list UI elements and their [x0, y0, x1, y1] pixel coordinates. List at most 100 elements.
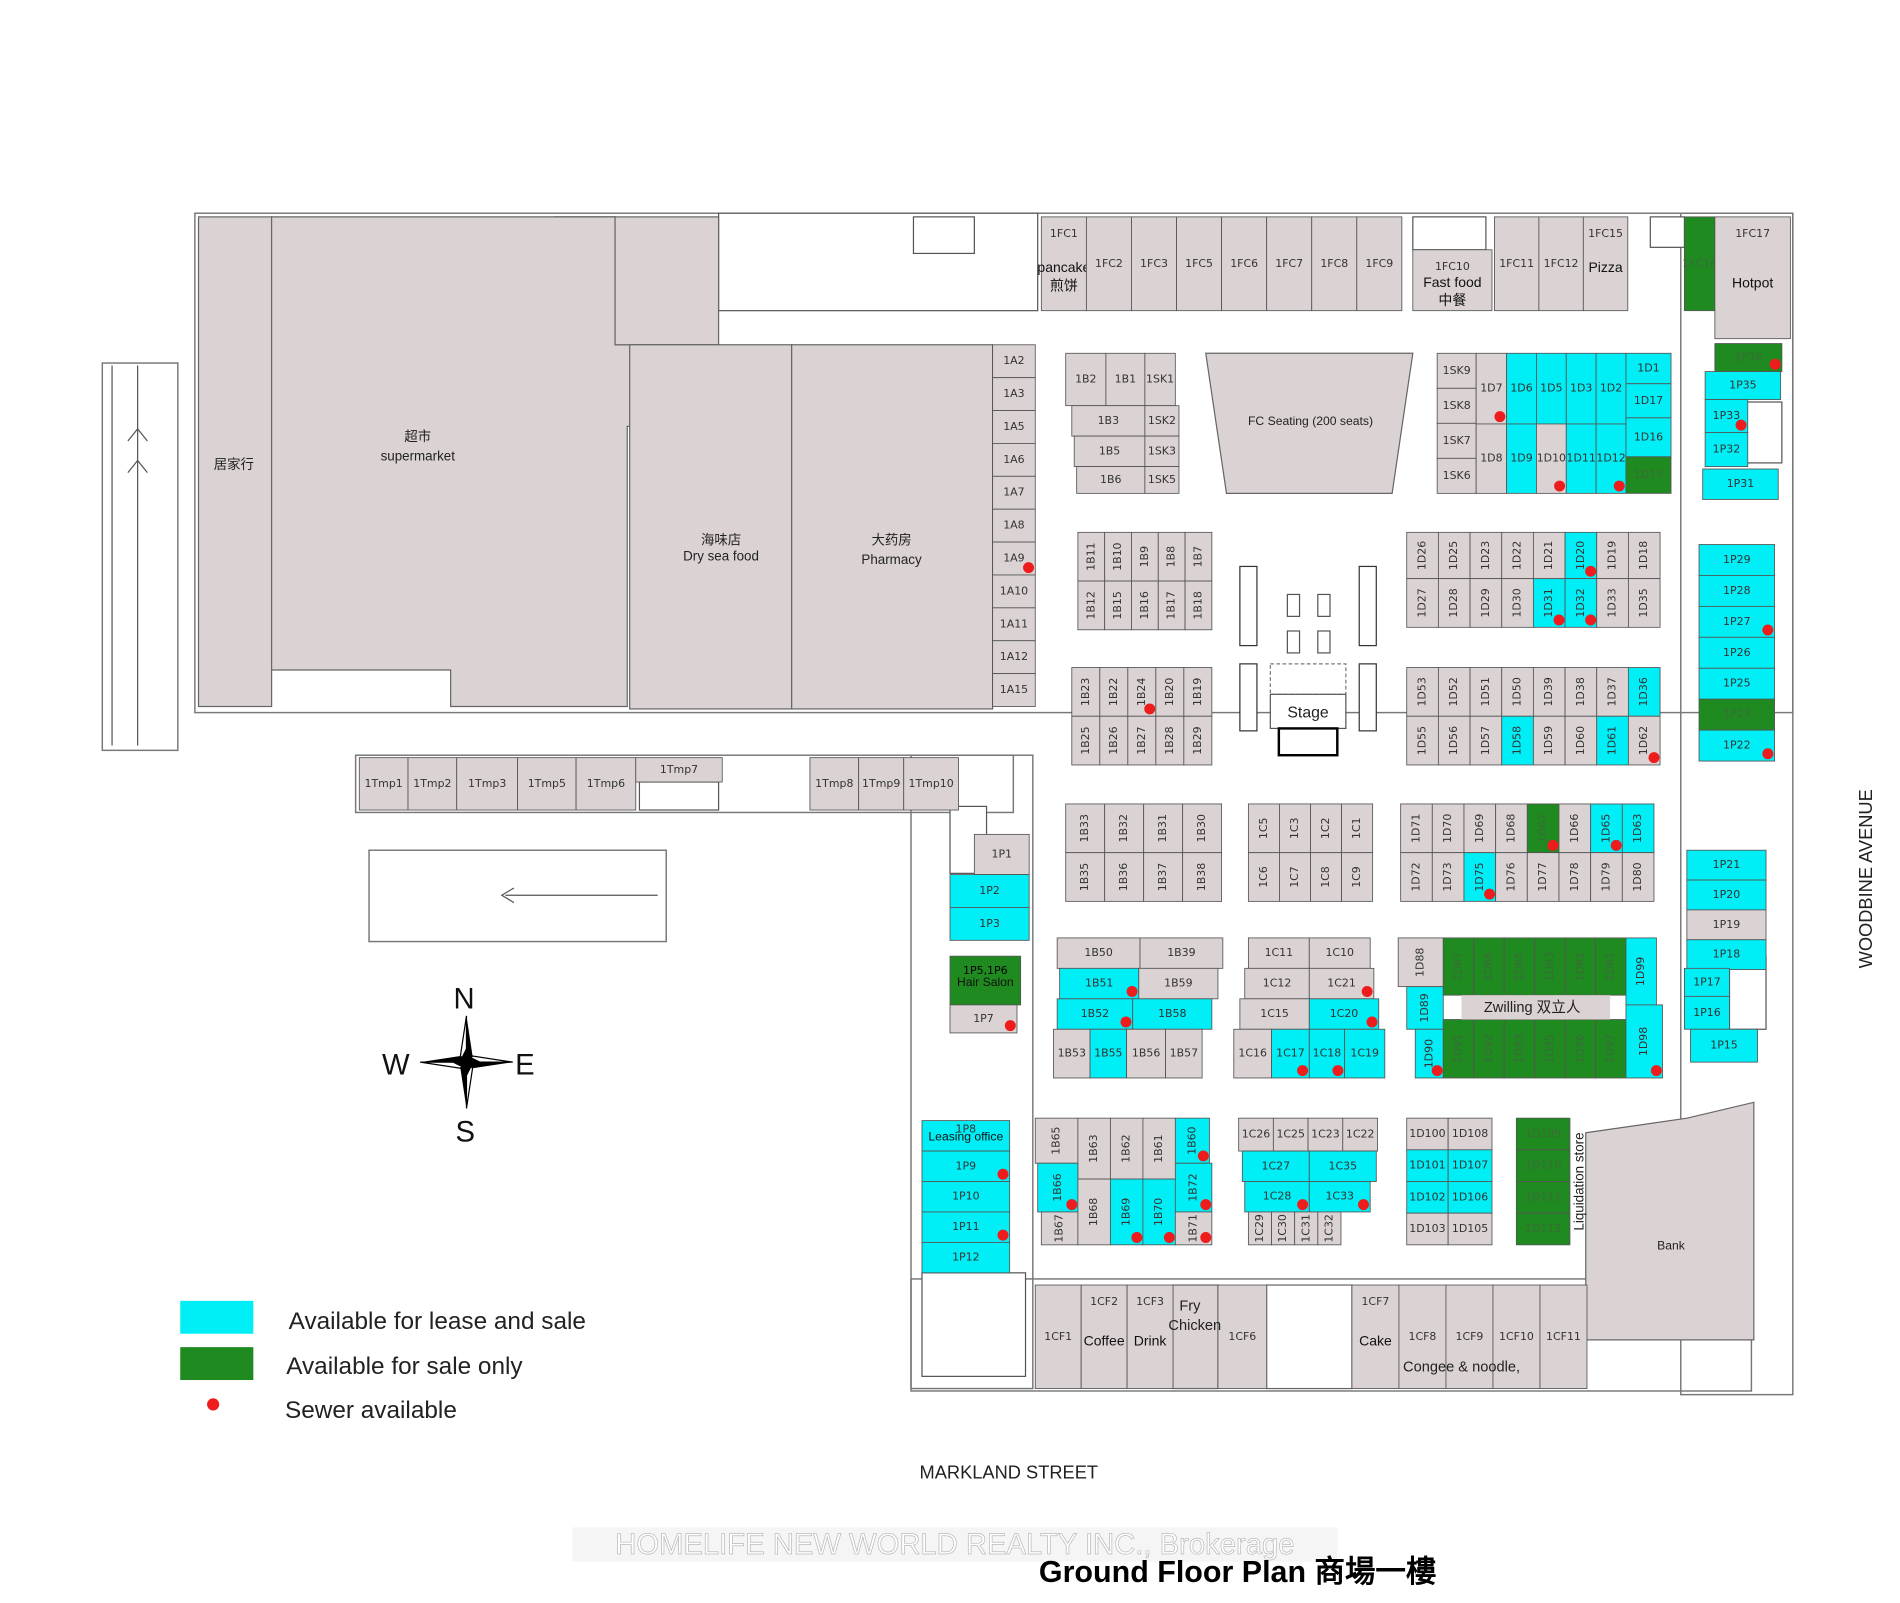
unit-shape	[1445, 1284, 1494, 1389]
unit-shape	[1053, 1028, 1091, 1079]
unit-shape	[1400, 803, 1433, 854]
unit-shape	[1239, 998, 1310, 1030]
unit-label: 1B30	[1195, 814, 1208, 842]
unit-label: 1P28	[1723, 584, 1751, 597]
sewer-dot-icon	[1610, 839, 1622, 851]
unit-1d78: 1D78	[1558, 852, 1592, 902]
unit-shape	[1406, 578, 1439, 628]
unit-1p18: 1P18	[1686, 939, 1767, 971]
unit-label: 1Tmp2	[413, 777, 451, 790]
unit-1d52: 1D52	[1437, 667, 1471, 717]
unit-label: 1D7	[1480, 382, 1502, 395]
unit-label: 1C30	[1276, 1214, 1289, 1243]
unit-1p21: 1P21	[1686, 849, 1767, 881]
unit-1b25: 1B25	[1071, 715, 1101, 766]
zwilling-label-band	[1461, 995, 1611, 1020]
unit-1b1: 1B1	[1105, 352, 1146, 407]
unit-label: 1B20	[1163, 678, 1176, 706]
unit-1b33: 1B33	[1065, 803, 1106, 854]
unit-label: 1D102	[1409, 1190, 1445, 1203]
unit-label: 1P29	[1723, 553, 1751, 566]
parking-ramp	[111, 365, 658, 904]
unit-1b62: 1B62	[1109, 1117, 1144, 1180]
unit-1d107: 1D107	[1447, 1149, 1493, 1182]
unit-label: 1D111	[1525, 1190, 1561, 1203]
unit-1d69: 1D69	[1463, 803, 1497, 854]
compass-rose: N E S W	[382, 984, 535, 1149]
stage-area	[1239, 565, 1377, 757]
unit-shape	[575, 757, 637, 811]
unit-label: 1D70	[1441, 814, 1454, 843]
unit-1b67: 1B67	[1040, 1211, 1079, 1246]
unit-1c28: 1C28	[1244, 1181, 1310, 1213]
unit-label: 1D38	[1574, 677, 1587, 706]
unit-shape	[1317, 1211, 1342, 1246]
unit-1d19: 1D19	[1596, 531, 1629, 580]
unit-label: 1FC1	[1050, 227, 1078, 240]
unit-shape	[1621, 803, 1655, 854]
unit-1c26: 1C26	[1238, 1117, 1274, 1152]
unit-1d103: 1D103	[1406, 1212, 1449, 1246]
unit-1d58: 1D58	[1501, 715, 1534, 766]
unit-label: 1SK6	[1443, 469, 1471, 482]
unit-label: 1D88	[1414, 948, 1427, 977]
unit-label: 1B50	[1084, 946, 1112, 959]
unit-label: 1D112	[1525, 1222, 1561, 1235]
unit-label: 1D25	[1447, 541, 1460, 570]
unit-1d21: 1D21	[1532, 531, 1566, 580]
unit-1b65: 1B65	[1034, 1117, 1079, 1164]
unit-1d16: 1D16	[1625, 417, 1672, 458]
unit-label: 1B1	[1115, 372, 1136, 385]
unit-label: 1SK5	[1148, 473, 1176, 486]
unit-1b3: 1B3	[1071, 405, 1146, 437]
unit-shape	[1139, 937, 1224, 969]
unit-1d97: 1D97	[1595, 1019, 1627, 1079]
unit-note: Leasing office	[928, 1130, 1003, 1144]
unit-label: 1SK7	[1443, 434, 1471, 447]
unit-shape	[1217, 1284, 1268, 1389]
unit-1b59: 1B59	[1138, 967, 1219, 1000]
units-layer: 1A21A31A51A61A71A81A91A101A111A121A151FC…	[358, 216, 1791, 1389]
unit-1d71: 1D71	[1400, 803, 1433, 854]
unit-label: 1B24	[1135, 678, 1148, 706]
unit-shape	[921, 1241, 1011, 1274]
unit-1d61: 1D61	[1596, 715, 1629, 766]
unit-1d79: 1D79	[1590, 852, 1623, 902]
legend-sale-only-label: Available for sale only	[286, 1353, 523, 1380]
unit-shape	[1627, 715, 1661, 766]
unit-1p32: 1P32	[1704, 432, 1749, 467]
unit-1b53: 1B53	[1053, 1028, 1091, 1079]
unit-label: 1FC5	[1185, 257, 1213, 270]
unit-1c3: 1C3	[1279, 803, 1311, 854]
unit-shape	[1698, 667, 1775, 700]
unit-label: 1C26	[1242, 1128, 1271, 1141]
unit-1b2: 1B2	[1065, 352, 1107, 407]
unit-shape	[1165, 1028, 1203, 1079]
unit-shape	[992, 640, 1036, 675]
unit-1d17: 1D17	[1625, 383, 1672, 419]
unit-1d37: 1D37	[1596, 667, 1629, 717]
unit-label: 1B39	[1167, 946, 1195, 959]
unit-1b31: 1B31	[1143, 803, 1184, 854]
unit-label: 1FC7	[1275, 257, 1303, 270]
unit-label: 1B32	[1117, 814, 1130, 842]
unit-1c22: 1C22	[1342, 1117, 1378, 1152]
unit-1d1: 1D1	[1625, 352, 1672, 385]
unit-shape	[1221, 216, 1268, 312]
unit-label: 1D61	[1606, 726, 1619, 755]
unit-1d56: 1D56	[1437, 715, 1471, 766]
unit-1d87: 1D87	[1442, 937, 1475, 996]
unit-label: 1Tmp1	[365, 777, 403, 790]
unit-label: 1P35	[1729, 379, 1757, 392]
unit-shape	[1233, 1028, 1272, 1079]
unit-label: 1D89	[1418, 993, 1431, 1022]
unit-1b39: 1B39	[1139, 937, 1224, 969]
unit-label: 1A9	[1003, 552, 1024, 565]
pharmacy-cn-label: 大药房	[871, 533, 911, 548]
unit-shape	[1310, 852, 1342, 902]
unit-1fc7: 1FC7	[1266, 216, 1313, 312]
unit-label: 1FC17	[1735, 227, 1770, 240]
unit-1d91: 1D91	[1442, 1019, 1475, 1079]
unit-label: 1D27	[1416, 588, 1429, 617]
unit-1d11: 1D11	[1565, 423, 1597, 494]
